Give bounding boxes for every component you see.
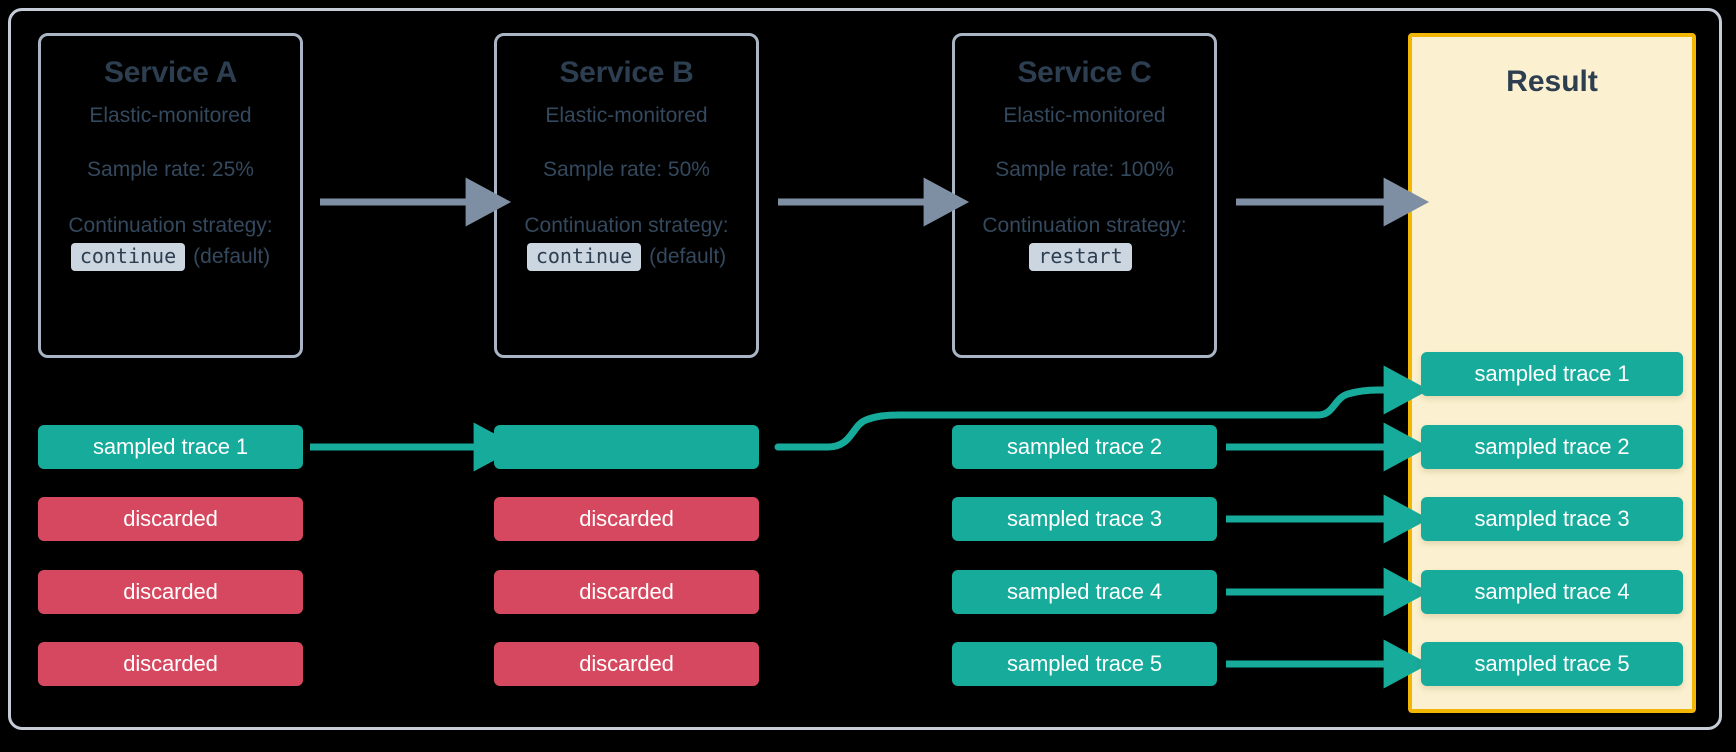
service-box-b: Service B Elastic-monitored Sample rate:… <box>494 33 759 358</box>
trace-bar-label: sampled trace 5 <box>1474 651 1630 676</box>
trace-bar: discarded <box>494 497 759 541</box>
trace-bar-label: sampled trace 3 <box>1474 506 1630 531</box>
service-a-sample-rate: Sample rate: 25% <box>87 158 254 181</box>
trace-bar-label: discarded <box>123 579 218 604</box>
trace-bar-label: sampled trace 2 <box>1474 434 1630 459</box>
trace-bar: sampled trace 5 <box>1421 642 1683 686</box>
service-c-strategy-label: Continuation strategy: <box>982 214 1187 237</box>
trace-bar: sampled trace 2 <box>1421 425 1683 469</box>
trace-bar <box>494 425 759 469</box>
service-c-strategy-value: restart <box>1029 242 1132 271</box>
service-b-strategy-line: continue (default) <box>526 242 727 271</box>
trace-bar-label: discarded <box>123 651 218 676</box>
trace-bar: sampled trace 2 <box>952 425 1217 469</box>
trace-bar: sampled trace 1 <box>1421 352 1683 396</box>
trace-bar-label: discarded <box>579 651 674 676</box>
service-a-strategy-line: continue (default) <box>70 242 271 271</box>
trace-bar: discarded <box>494 642 759 686</box>
trace-bar: sampled trace 3 <box>1421 497 1683 541</box>
trace-bar: discarded <box>38 642 303 686</box>
service-b-subtitle: Elastic-monitored <box>545 104 708 127</box>
trace-bar-label: sampled trace 3 <box>1006 506 1163 531</box>
trace-bar-label: discarded <box>123 506 218 531</box>
service-b-title: Service B <box>559 56 694 89</box>
service-b-sample-rate: Sample rate: 50% <box>543 158 710 181</box>
trace-bar: discarded <box>38 497 303 541</box>
service-a-strategy-label: Continuation strategy: <box>68 214 273 237</box>
trace-bar: sampled trace 3 <box>952 497 1217 541</box>
service-c-strategy-line: restart <box>1029 242 1139 271</box>
trace-bar-label: discarded <box>579 506 674 531</box>
trace-bar: discarded <box>38 570 303 614</box>
service-b-strategy-label: Continuation strategy: <box>524 214 729 237</box>
service-box-c: Service C Elastic-monitored Sample rate:… <box>952 33 1217 358</box>
service-c-title: Service C <box>1017 56 1152 89</box>
service-box-a: Service A Elastic-monitored Sample rate:… <box>38 33 303 358</box>
trace-bar-label: sampled trace 2 <box>1006 434 1163 459</box>
service-c-subtitle: Elastic-monitored <box>1003 104 1166 127</box>
service-a-strategy-note: (default) <box>193 244 271 268</box>
trace-bar-label: sampled trace 1 <box>92 434 249 459</box>
trace-bar-label: sampled trace 5 <box>1006 651 1163 676</box>
service-b-strategy-note: (default) <box>649 244 727 268</box>
service-c-sample-rate: Sample rate: 100% <box>995 158 1174 181</box>
trace-bar-label: sampled trace 4 <box>1006 579 1163 604</box>
trace-bar-label: sampled trace 4 <box>1474 579 1630 604</box>
trace-bar: sampled trace 1 <box>38 425 303 469</box>
trace-bar: discarded <box>494 570 759 614</box>
trace-bar: sampled trace 5 <box>952 642 1217 686</box>
trace-bar-label: discarded <box>579 579 674 604</box>
service-b-strategy-value: continue <box>526 242 642 271</box>
result-title: Result <box>1506 65 1598 98</box>
trace-bar-label: sampled trace 1 <box>1474 361 1630 386</box>
service-a-subtitle: Elastic-monitored <box>89 104 252 127</box>
service-a-strategy-value: continue <box>70 242 186 271</box>
trace-bar: sampled trace 4 <box>952 570 1217 614</box>
trace-bar: sampled trace 4 <box>1421 570 1683 614</box>
service-a-title: Service A <box>104 56 237 89</box>
